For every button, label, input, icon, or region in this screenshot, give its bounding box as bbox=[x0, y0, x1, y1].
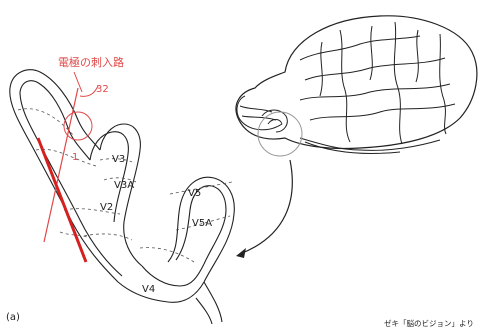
area-v2: V2 bbox=[100, 202, 113, 213]
marker-1: 1 bbox=[72, 152, 78, 163]
area-v4: V4 bbox=[142, 284, 155, 295]
credit-caption: ゼキ「脳のビジョン」より bbox=[384, 318, 474, 328]
panel-label: (a) bbox=[6, 312, 20, 323]
marker-32: 32 bbox=[96, 84, 109, 95]
recording-site-circle bbox=[64, 112, 92, 140]
brain-illustration bbox=[236, 16, 477, 154]
electrode-track bbox=[38, 138, 86, 262]
electrode-label: 電極の刺入路 bbox=[58, 55, 124, 69]
area-v3a: V3A bbox=[114, 180, 134, 191]
area-v3: V3 bbox=[112, 154, 125, 165]
zoom-circle bbox=[258, 112, 302, 156]
area-v5a: V5A bbox=[192, 218, 212, 229]
zoom-arrow bbox=[236, 160, 292, 258]
area-v5: V5 bbox=[188, 188, 201, 199]
